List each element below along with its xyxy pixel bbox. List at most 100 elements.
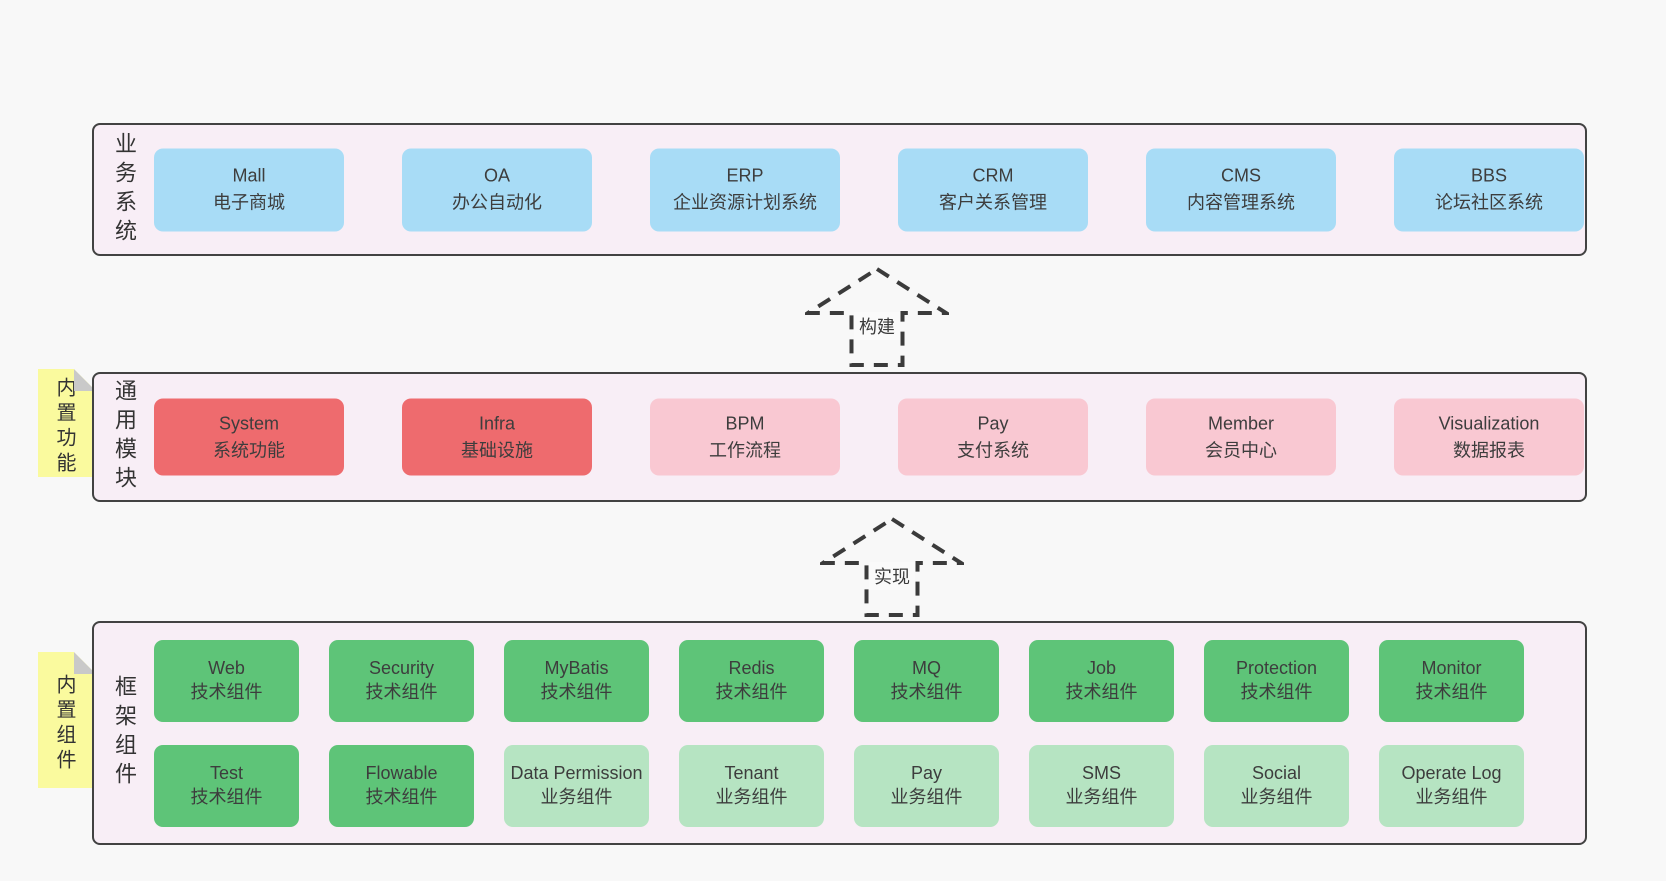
box-mall: Mall 电子商城 [154, 148, 344, 231]
box-title: Pay [910, 763, 943, 784]
box-subtitle: 业务组件 [1240, 787, 1313, 807]
box-subtitle: 企业资源计划系统 [673, 192, 817, 213]
box-operate-log: Operate Log 业务组件 [1379, 745, 1524, 827]
implement-arrow-label: 实现 [869, 562, 915, 590]
up-arrow-icon [820, 516, 964, 617]
box-mybatis: MyBatis 技术组件 [504, 640, 649, 722]
box-subtitle: 业务组件 [890, 787, 963, 807]
box-job: Job 技术组件 [1029, 640, 1174, 722]
box-security: Security 技术组件 [329, 640, 474, 722]
box-subtitle: 支付系统 [957, 440, 1029, 460]
box-subtitle: 技术组件 [540, 682, 613, 702]
box-crm: CRM 客户关系管理 [898, 148, 1088, 231]
built-in-features-sticky: 内置功能 [38, 369, 96, 477]
framework-components-panel: 框架组件 Web 技术组件 Security 技术组件 MyBatis 技术组件… [92, 621, 1587, 845]
business-systems-row: Mall 电子商城 OA 办公自动化 ERP 企业资源计划系统 CRM 客户关系… [154, 148, 1584, 231]
box-subtitle: 技术组件 [715, 682, 788, 702]
box-title: Member [1207, 413, 1274, 433]
box-sms: SMS 业务组件 [1029, 745, 1174, 827]
box-title: Pay [977, 413, 1009, 433]
business-systems-side-label: 业务系统 [112, 131, 137, 248]
box-title: Mall [232, 165, 266, 186]
box-flowable: Flowable 技术组件 [329, 745, 474, 827]
box-subtitle: 技术组件 [365, 787, 438, 807]
box-social: Social 业务组件 [1204, 745, 1349, 827]
box-infra: Infra 基础设施 [402, 398, 592, 476]
build-arrow-label: 构建 [854, 312, 900, 340]
box-subtitle: 工作流程 [709, 440, 781, 460]
common-modules-panel: 通用模块 System 系统功能 Infra 基础设施 BPM 工作流程 Pay… [92, 372, 1587, 502]
box-bpm: BPM 工作流程 [650, 398, 840, 476]
box-erp: ERP 企业资源计划系统 [650, 148, 840, 231]
box-title: Data Permission [510, 763, 643, 784]
built-in-features-sticky-label: 内置功能 [53, 377, 75, 477]
box-subtitle: 基础设施 [461, 440, 533, 460]
box-web: Web 技术组件 [154, 640, 299, 722]
box-redis: Redis 技术组件 [679, 640, 824, 722]
box-subtitle: 技术组件 [1415, 682, 1488, 702]
box-system: System 系统功能 [154, 398, 344, 476]
box-subtitle: 技术组件 [1240, 682, 1313, 702]
box-oa: OA 办公自动化 [402, 148, 592, 231]
box-title: Tenant [724, 763, 779, 784]
framework-components-row-1: Web 技术组件 Security 技术组件 MyBatis 技术组件 Redi… [154, 640, 1524, 722]
box-member: Member 会员中心 [1146, 398, 1336, 476]
box-cms: CMS 内容管理系统 [1146, 148, 1336, 231]
common-modules-row: System 系统功能 Infra 基础设施 BPM 工作流程 Pay 支付系统… [154, 398, 1584, 476]
box-title: Visualization [1438, 413, 1540, 433]
box-pay-module: Pay 支付系统 [898, 398, 1088, 476]
box-title: CRM [972, 165, 1014, 186]
box-subtitle: 技术组件 [1065, 682, 1138, 702]
box-visualization: Visualization 数据报表 [1394, 398, 1584, 476]
box-subtitle: 业务组件 [1065, 787, 1138, 807]
box-subtitle: 系统功能 [213, 440, 285, 460]
build-arrow: 构建 [805, 266, 949, 368]
box-title: BBS [1470, 165, 1508, 186]
box-title: Test [209, 763, 243, 784]
box-subtitle: 技术组件 [190, 682, 263, 702]
box-title: Flowable [365, 763, 438, 784]
box-pay-component: Pay 业务组件 [854, 745, 999, 827]
box-bbs: BBS 论坛社区系统 [1394, 148, 1584, 231]
box-title: Operate Log [1401, 763, 1502, 784]
built-in-components-sticky-label: 内置组件 [53, 674, 75, 774]
box-title: Infra [478, 413, 516, 433]
box-subtitle: 电子商城 [213, 192, 285, 213]
box-title: CMS [1221, 165, 1261, 186]
box-subtitle: 会员中心 [1205, 440, 1277, 460]
box-title: BPM [725, 413, 765, 433]
box-protection: Protection 技术组件 [1204, 640, 1349, 722]
box-subtitle: 客户关系管理 [939, 192, 1047, 213]
framework-components-row-2: Test 技术组件 Flowable 技术组件 Data Permission … [154, 745, 1524, 827]
box-subtitle: 办公自动化 [452, 192, 542, 213]
box-test: Test 技术组件 [154, 745, 299, 827]
box-subtitle: 业务组件 [715, 787, 788, 807]
box-subtitle: 技术组件 [890, 682, 963, 702]
box-subtitle: 论坛社区系统 [1435, 192, 1543, 213]
implement-arrow: 实现 [820, 516, 964, 618]
up-arrow-icon [805, 266, 949, 367]
common-modules-side-label: 通用模块 [112, 379, 137, 495]
box-mq: MQ 技术组件 [854, 640, 999, 722]
box-tenant: Tenant 业务组件 [679, 745, 824, 827]
box-title: Protection [1235, 658, 1318, 679]
box-subtitle: 数据报表 [1453, 440, 1525, 460]
box-title: Security [368, 658, 435, 679]
box-title: Job [1086, 658, 1117, 679]
box-title: Web [208, 658, 245, 679]
box-title: System [218, 413, 279, 433]
box-title: ERP [726, 165, 764, 186]
box-title: MQ [912, 658, 941, 679]
box-subtitle: 技术组件 [365, 682, 438, 702]
box-title: Social [1251, 763, 1302, 784]
box-data-permission: Data Permission 业务组件 [504, 745, 649, 827]
box-subtitle: 业务组件 [540, 787, 613, 807]
box-title: SMS [1081, 763, 1121, 784]
box-subtitle: 内容管理系统 [1187, 192, 1295, 213]
box-title: Redis [728, 658, 775, 679]
box-title: MyBatis [544, 658, 609, 679]
box-subtitle: 业务组件 [1415, 787, 1488, 807]
built-in-components-sticky: 内置组件 [38, 652, 96, 788]
box-monitor: Monitor 技术组件 [1379, 640, 1524, 722]
box-title: Monitor [1421, 658, 1482, 679]
